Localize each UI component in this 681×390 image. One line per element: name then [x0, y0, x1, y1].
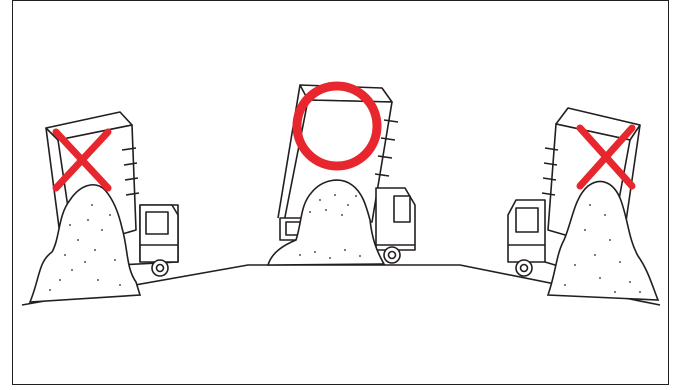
left-truck-wheel: [152, 260, 168, 276]
right-truck-wheel: [516, 260, 532, 276]
center-truck-cab: [376, 188, 415, 250]
right-truck-cab: [508, 200, 545, 262]
center-truck-wheel: [384, 247, 400, 263]
